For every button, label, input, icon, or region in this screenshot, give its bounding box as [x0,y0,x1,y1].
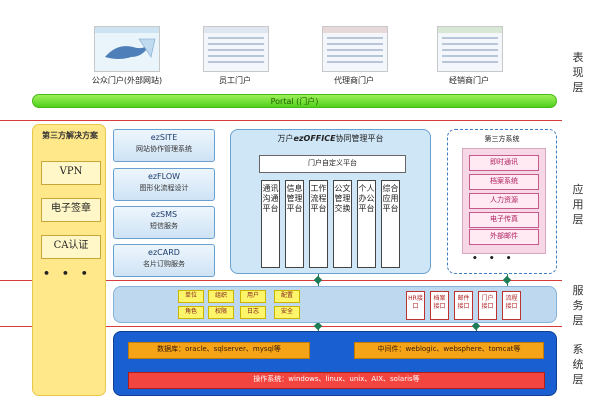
service-chip: 安全 [274,306,300,319]
ezoffice-title: 万户ezOFFICE协同管理平台 [277,134,384,143]
portal-thumbnail-public [94,26,160,72]
ezoffice-column: 信息管理平台 [285,180,304,268]
connector-node [471,321,481,331]
connector-node [313,275,323,285]
service-chip: 用户 [240,290,266,303]
ezoffice-column: 综合应用平台 [381,180,400,268]
tier-label-service: 服务层 [572,284,584,327]
ezoffice-column: 公文管理交换 [333,180,352,268]
module-desc: 网站协作管理系统 [136,145,192,153]
service-chip: 权限 [208,306,234,319]
portal-thumbnail-employee [203,26,269,72]
third-party-solutions-title: 第三方解决方案 [42,131,98,140]
tier-label-application: 应用层 [572,183,584,226]
tier-separator [0,326,562,327]
more-dots: • • • [43,267,92,280]
interface-chip: 邮件接口 [454,291,473,320]
tier-separator [0,280,562,281]
os-bar: 操作系统：windows、linux、unix、AIX、solaris等 [128,372,545,389]
system-layer-panel: 数据库：oracle、sqlserver、mysql等 中间件：weblogic… [113,331,557,396]
interface-chip: 档案接口 [430,291,449,320]
portal-bar: Portal (门户) [32,94,557,108]
connector-node [502,275,512,285]
ezsms-module: ezSMS 短信服务 [113,206,215,239]
tier-separator [0,120,562,121]
interface-chip: HR接口 [406,291,425,320]
service-layer-panel: 单位 组织 用户 配置 角色 权限 日志 安全 HR接口 档案接口 邮件接口 门… [113,286,557,323]
service-chip: 单位 [178,290,204,303]
module-desc: 名片订购服务 [143,260,185,268]
service-chip: 配置 [274,290,300,303]
third-party-system-item: 档案系统 [469,174,539,190]
portal-thumbnail-dealer [437,26,503,72]
database-bar: 数据库：oracle、sqlserver、mysql等 [128,342,310,359]
portal-thumbnail-agent [322,26,388,72]
module-name: ezCARD [148,248,180,257]
ezoffice-column: 工作流程平台 [309,180,328,268]
e-signature-box: 电子签章 [41,198,101,222]
module-name: ezSITE [150,133,178,142]
tier-label-system: 系统层 [572,343,584,386]
portal-custom-platform: 门户自定义平台 [259,155,406,173]
interface-chip: 门户接口 [478,291,497,320]
ezoffice-platform: 万户ezOFFICE协同管理平台 门户自定义平台 通讯沟通平台 信息管理平台 工… [230,129,431,274]
connector-node [313,321,323,331]
module-name: ezFLOW [147,172,181,181]
module-name: ezSMS [150,210,178,219]
ezflow-module: ezFLOW 图形化流程设计 [113,168,215,201]
third-party-system-item: 电子传真 [469,212,539,228]
third-party-system-item: 外部邮件 [469,229,539,245]
ezsite-module: ezSITE 网站协作管理系统 [113,129,215,162]
ezcard-module: ezCARD 名片订购服务 [113,244,215,277]
interface-chip: 流程接口 [502,291,521,320]
portal-label-public: 公众门户(外部网站) [91,76,163,85]
third-party-system-title: 第三方系统 [484,135,520,143]
third-party-system-list: 即时通讯 档案系统 人力资源 电子传真 外部邮件 [462,148,546,254]
third-party-system-item: 即时通讯 [469,155,539,171]
portal-label-employee: 员工门户 [219,76,251,85]
portal-label-dealer: 经销商门户 [449,76,489,85]
portal-label-agent: 代理商门户 [334,76,374,85]
service-chip: 角色 [178,306,204,319]
ca-auth-box: CA认证 [41,235,101,259]
ezoffice-column: 通讯沟通平台 [261,180,280,268]
tier-label-presentation: 表现层 [572,51,584,94]
module-desc: 图形化流程设计 [139,184,189,192]
ezoffice-column: 个人办公平台 [357,180,376,268]
service-chip: 组织 [208,290,234,303]
middleware-bar: 中间件：weblogic、websphere、tomcat等 [354,342,544,359]
dolphin-icon [105,38,156,59]
module-desc: 短信服务 [150,222,178,230]
third-party-solutions-panel: 第三方解决方案 VPN 电子签章 CA认证 • • • [32,124,106,396]
third-party-system-panel: 第三方系统 即时通讯 档案系统 人力资源 电子传真 外部邮件 • • • [447,129,557,274]
more-dots: • • • [472,254,516,264]
service-chip: 日志 [240,306,266,319]
vpn-box: VPN [41,161,101,185]
third-party-system-item: 人力资源 [469,193,539,209]
